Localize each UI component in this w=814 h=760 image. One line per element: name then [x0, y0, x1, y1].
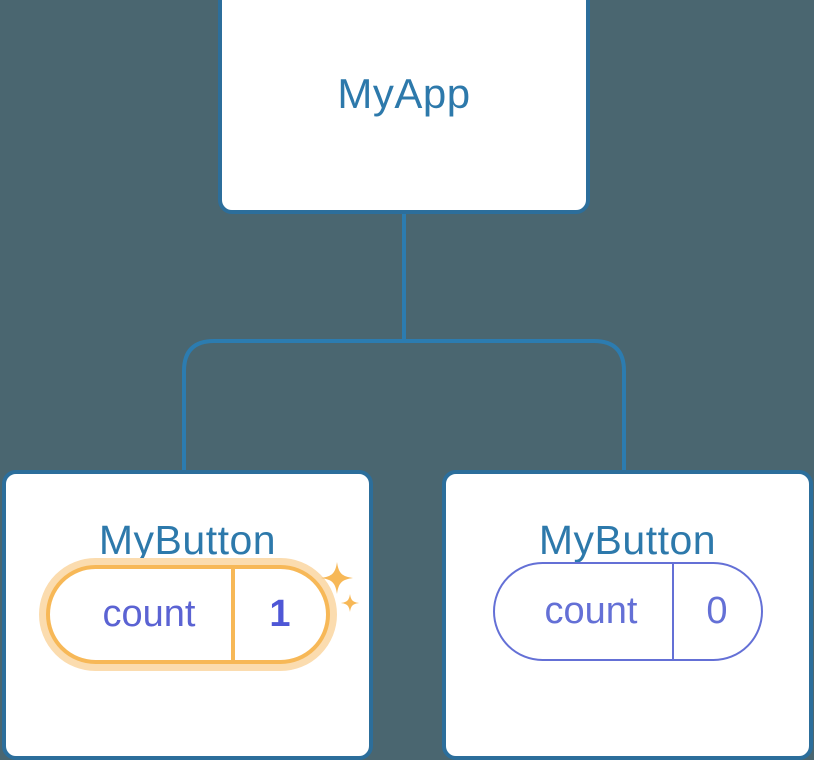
- state-pill-right[interactable]: count 0: [492, 562, 763, 661]
- state-pill-right-value: 0: [671, 564, 761, 659]
- connector-branch-bus: [182, 339, 626, 470]
- state-pill-left[interactable]: count 1: [38, 558, 337, 671]
- state-pill-left-label: count: [102, 593, 196, 635]
- state-pill-right-wrapper: count 0: [446, 562, 809, 661]
- node-mybutton-right[interactable]: MyButton count 0: [442, 470, 813, 760]
- node-mybutton-left[interactable]: MyButton count 1: [2, 470, 373, 760]
- node-mybutton-right-title: MyButton: [538, 517, 717, 563]
- node-myapp[interactable]: MyApp: [218, 0, 590, 214]
- node-mybutton-left-title: MyButton: [98, 517, 277, 563]
- state-pill-left-wrapper: count 1: [6, 558, 369, 671]
- state-pill-left-value: 1: [230, 569, 326, 660]
- state-pill-right-label: count: [544, 590, 638, 632]
- node-myapp-title: MyApp: [337, 70, 471, 117]
